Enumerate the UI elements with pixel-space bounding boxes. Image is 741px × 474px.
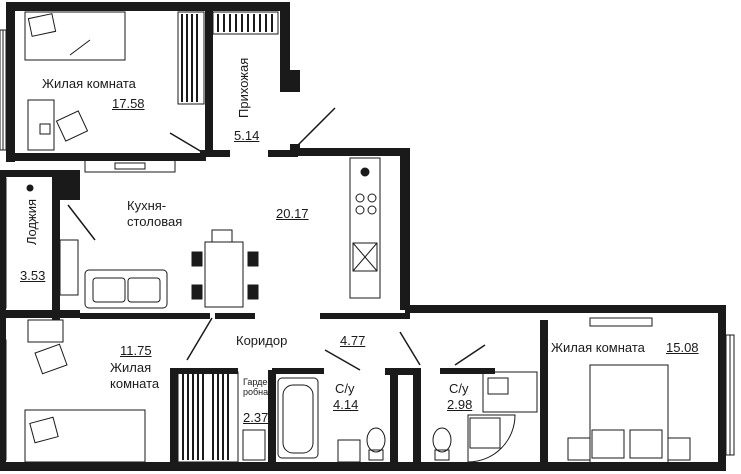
walls xyxy=(0,2,726,471)
room-area-loggia: 3.53 xyxy=(20,268,46,283)
room-area-kitchen: 20.17 xyxy=(276,206,309,221)
room-area-corridor: 4.77 xyxy=(340,333,366,348)
windows xyxy=(0,29,735,461)
room-name-living-right: Жилая комната xyxy=(551,340,645,355)
desk-top xyxy=(27,99,89,151)
room-name-kitchen-2: столовая xyxy=(127,214,183,229)
bed-right xyxy=(567,317,691,464)
door-lines xyxy=(67,107,486,371)
bathroom1-fixtures xyxy=(242,377,386,463)
loggia-items xyxy=(26,184,79,296)
room-area-living-left: 11.75 xyxy=(120,343,152,358)
room-name-bathroom1: С/у xyxy=(335,381,355,396)
kitchen-counter xyxy=(84,157,381,299)
room-area-living-right: 15.08 xyxy=(666,340,699,355)
room-area-bathroom1: 4.14 xyxy=(333,397,359,412)
room-name-living-left-1: Жилая xyxy=(110,360,152,375)
room-area-bathroom2: 2.98 xyxy=(447,397,473,412)
bathroom2-fixtures xyxy=(432,371,538,463)
room-name-bathroom2: С/у xyxy=(449,381,469,396)
bed-top xyxy=(24,11,126,61)
bed-left xyxy=(24,319,146,463)
room-area-hall: 5.14 xyxy=(234,128,260,143)
room-area-dressing: 2.37 xyxy=(243,410,269,425)
room-name-loggia: Лоджия xyxy=(24,198,39,245)
room-name-kitchen-1: Кухня- xyxy=(127,198,167,213)
room-area-living-top: 17.58 xyxy=(112,96,145,111)
sofa xyxy=(84,269,168,309)
dining-table xyxy=(191,229,259,308)
room-name-living-left-2: комната xyxy=(110,376,160,391)
room-name-dressing-1: Гарде- xyxy=(243,377,271,387)
room-name-hall: Прихожая xyxy=(236,57,251,118)
room-name-living-top: Жилая комната xyxy=(42,76,136,91)
room-name-corridor: Коридор xyxy=(236,333,288,348)
wardrobes xyxy=(177,11,279,463)
room-name-dressing-2: робная xyxy=(243,387,274,397)
